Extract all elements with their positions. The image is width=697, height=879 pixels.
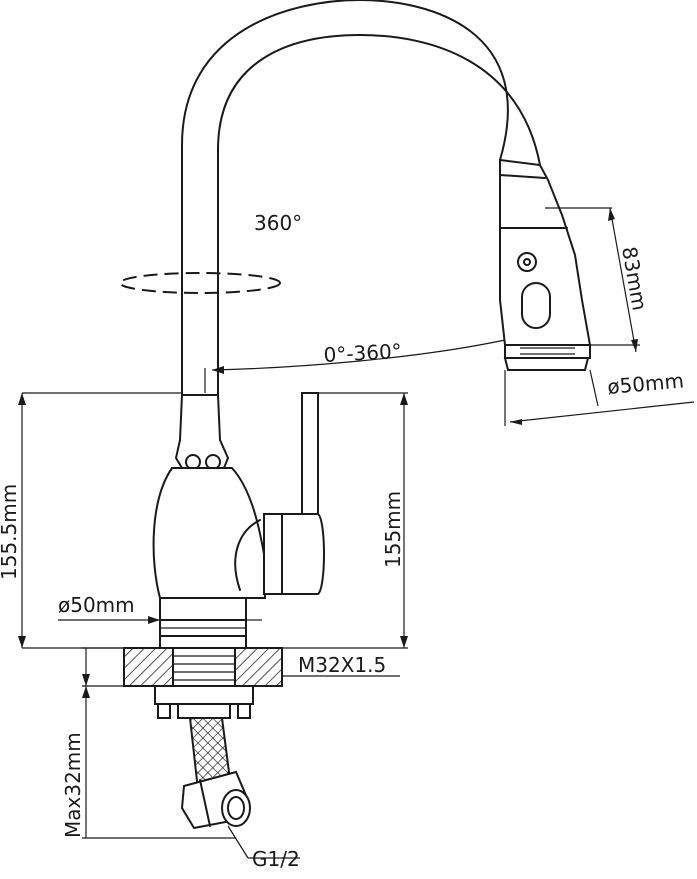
- mounting-assembly: [123, 635, 283, 719]
- base-diameter-label: ø50mm: [58, 593, 135, 617]
- faucet-body: [152, 392, 325, 637]
- dimension-labels: 360° 0°-360° 83mm ø50mm 155.5mm 155mm ø5…: [0, 211, 685, 871]
- supply-hose: [180, 717, 251, 830]
- total-height-label: 155.5mm: [0, 484, 21, 580]
- handle-height-label: 155mm: [381, 491, 405, 568]
- hose-connector-label: G1/2: [252, 847, 300, 871]
- spout-rotation-indicator: [119, 272, 281, 294]
- spout-rotation-label: 360°: [254, 211, 302, 235]
- thread-label: M32X1.5: [298, 653, 386, 677]
- gooseneck-spout: [181, 0, 541, 396]
- head-rotation-label: 0°-360°: [323, 339, 402, 367]
- spray-toggle-icon: [521, 282, 551, 329]
- max-depth-label: Max32mm: [61, 732, 85, 838]
- head-diameter-label: ø50mm: [606, 368, 684, 399]
- spray-head: [499, 158, 592, 371]
- dimension-lines: [18, 207, 695, 859]
